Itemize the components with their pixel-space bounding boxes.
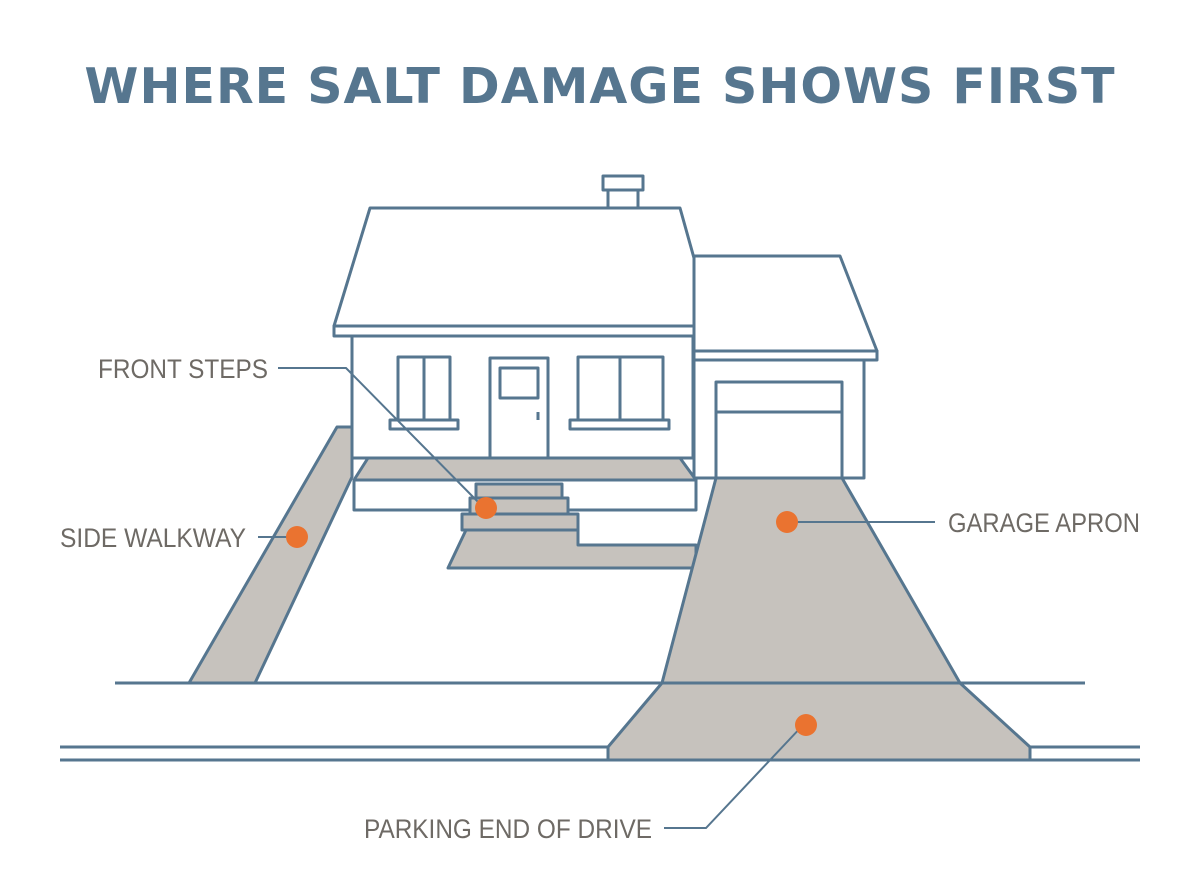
diagram-title: WHERE SALT DAMAGE SHOWS FIRST bbox=[84, 58, 1116, 115]
left-window-sill bbox=[388, 418, 460, 431]
garage-apron-marker-icon bbox=[776, 511, 798, 533]
garage-door bbox=[714, 380, 844, 480]
side-walkway bbox=[187, 425, 354, 685]
side-walkway-label: SIDE WALKWAY bbox=[60, 523, 246, 553]
front-steps-marker-icon bbox=[475, 497, 497, 519]
front-door-glass bbox=[498, 366, 540, 400]
main-roof bbox=[332, 206, 715, 328]
front-walk bbox=[446, 528, 698, 570]
parking-end-label: PARKING END OF DRIVE bbox=[364, 814, 652, 844]
side-walkway-marker-icon bbox=[286, 526, 308, 548]
front-steps-leader bbox=[278, 367, 483, 507]
porch-deck bbox=[352, 456, 698, 482]
chimney-cap bbox=[601, 174, 645, 192]
garage-apron-label: GARAGE APRON bbox=[948, 508, 1140, 538]
front-steps-label: FRONT STEPS bbox=[98, 354, 268, 384]
right-window-sill bbox=[568, 418, 671, 431]
parking-end-marker-icon bbox=[795, 714, 817, 736]
garage-roof bbox=[692, 254, 879, 353]
parking-end-leader bbox=[664, 723, 805, 829]
front-step-upper bbox=[474, 482, 564, 500]
